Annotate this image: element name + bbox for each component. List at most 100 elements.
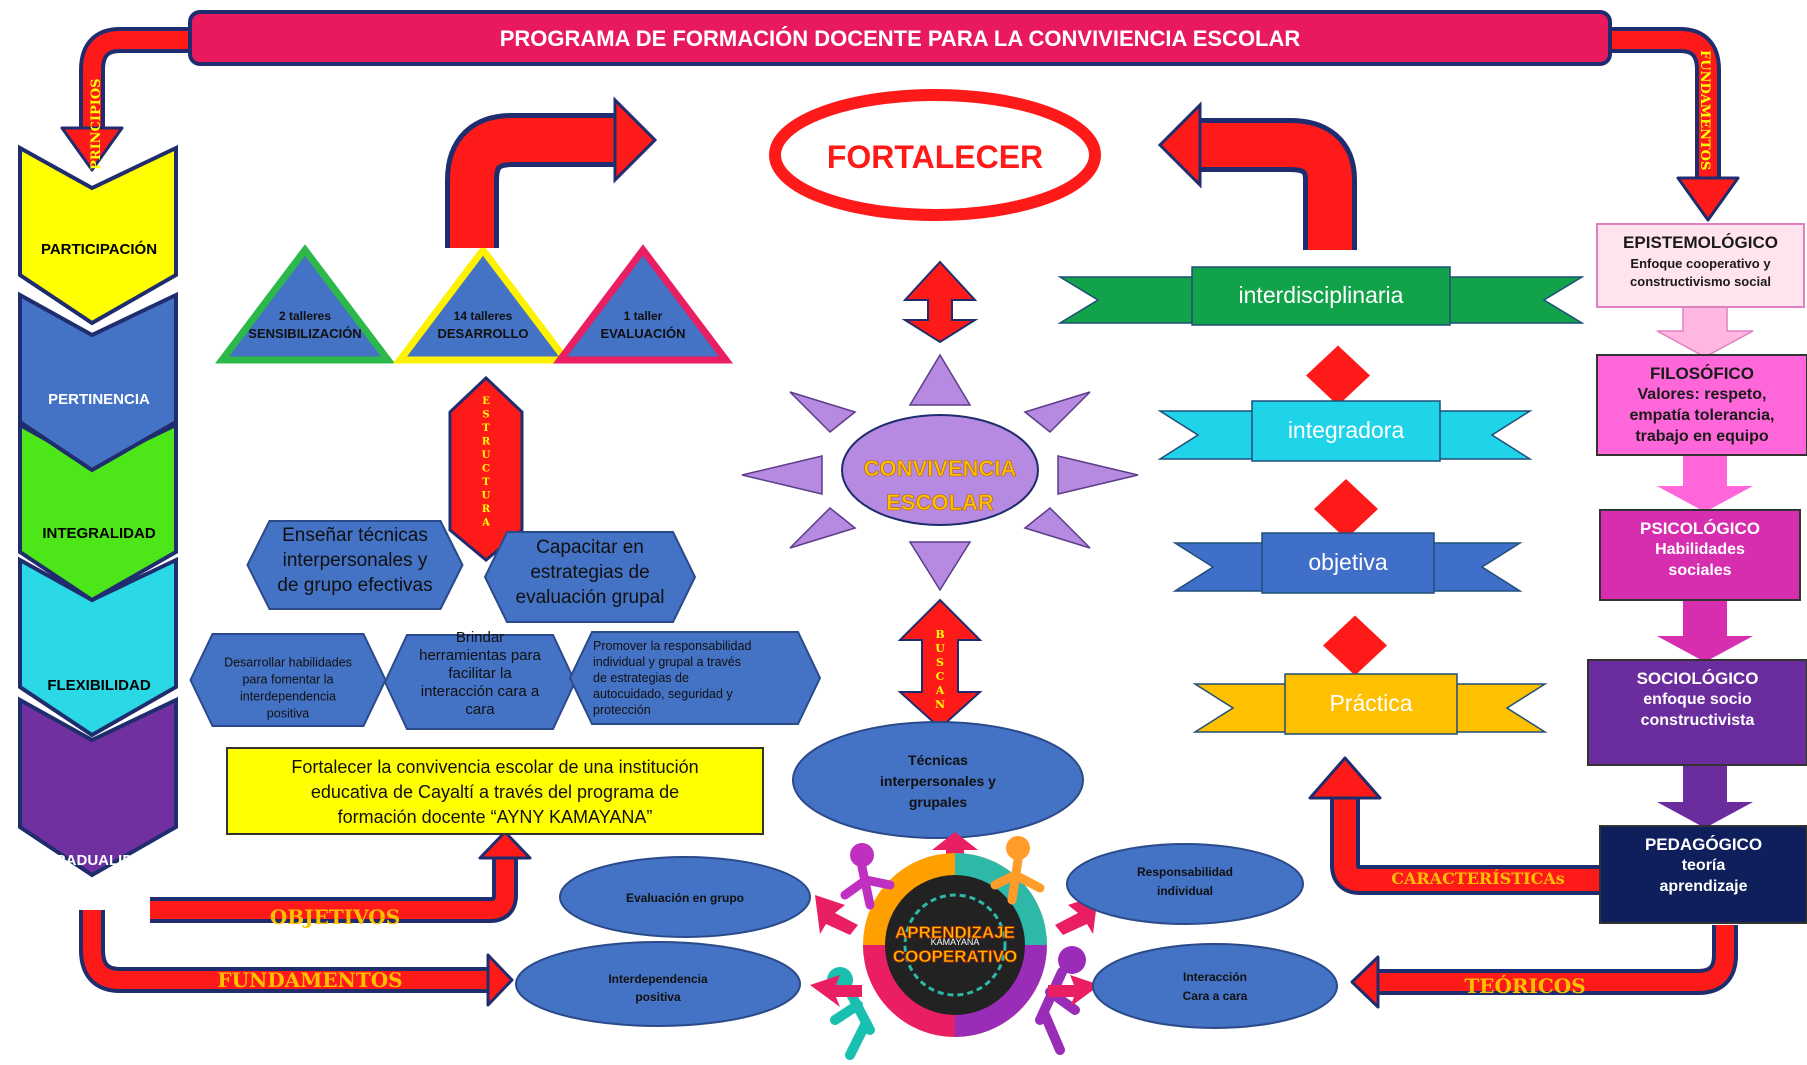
banner-tail-left-0 [1057, 276, 1203, 324]
objective-hex-bottom-2-line-0: Promover la responsabilidad [593, 639, 751, 653]
objective-hex-bottom-0-line-3: positiva [267, 707, 309, 721]
principio-label-4: GRADUALIDAD [43, 852, 155, 869]
objective-hex-bottom-1-line-4: cara [465, 701, 495, 718]
principio-label-3: FLEXIBILIDAD [47, 677, 150, 694]
sun-ray-3 [1023, 506, 1091, 549]
banner-tail-right-3 [1446, 683, 1548, 733]
convivencia-node: CONVIVENCIA ESCOLAR [841, 414, 1039, 526]
objective-hex-top-0-line-1: interpersonales y [283, 550, 428, 571]
objective-hex-top-1-line-0: Capacitar en [536, 537, 644, 558]
objective-hex-bottom-1-line-3: interacción cara a [421, 683, 540, 700]
general-objective-line-2: educativa de Cayaltí a través del progra… [311, 782, 679, 802]
fundamentos-bottom-label: FUNDAMENTOS [217, 968, 402, 992]
fundamento-line-2-1: sociales [1668, 562, 1731, 579]
taller-triangle-1 [392, 244, 574, 364]
objective-hex-bottom-1-line-1: herramientas para [419, 647, 541, 664]
convivencia-label-2: ESCOLAR [886, 490, 994, 515]
fundamento-line-0-1: constructivismo social [1630, 274, 1771, 289]
fundamento-arrow-2 [1657, 600, 1753, 662]
page-title: PROGRAMA DE FORMACIÓN DOCENTE PARA LA CO… [500, 26, 1301, 51]
objetivos-label: OBJETIVOS [270, 905, 400, 929]
buscan-letter-3: C [936, 670, 945, 683]
aprendizaje-elements: Evaluación en grupo Interdependencia pos… [515, 843, 1338, 1029]
general-objective-line-3: formación docente “AYNY KAMAYANA” [338, 807, 653, 827]
banner-tail-left-1 [1157, 410, 1263, 460]
fortalecer-label: FORTALECER [827, 139, 1043, 175]
fundamento-title-3: SOCIOLÓGICO [1637, 669, 1759, 688]
sun-ray-6 [741, 455, 823, 495]
ellipse-interdependencia-text-1: Interdependencia [608, 972, 708, 986]
taller-line1-2: 1 taller [624, 309, 663, 323]
general-objective-box: Fortalecer la convivencia escolar de una… [226, 747, 764, 835]
banner-body-2 [1261, 532, 1435, 594]
fundamento-line-2-0: Habilidades [1655, 541, 1745, 558]
estructura-letter-3: R [482, 437, 491, 448]
tecnicas-node: Técnicas interpersonales y grupales [792, 721, 1084, 839]
fundamento-line-1-1: empatía tolerancia, [1630, 407, 1775, 424]
fundamento-box-4 [1599, 825, 1807, 924]
ellipse-evaluacion-en-grupo: Evaluación en grupo [559, 856, 811, 938]
estructura-letter-2: T [482, 423, 490, 434]
banner-connector-1 [1314, 479, 1378, 539]
teoricos-label: TEÓRICOS [1464, 973, 1585, 998]
aprendizaje-node: KAMAYANA APRENDIZAJE COOPERATIVO [827, 836, 1086, 1060]
tecnicas-line-2: interpersonales y [880, 773, 996, 789]
buscan-letter-5: N [935, 698, 945, 711]
principio-label-0: PARTICIPACIÓN [41, 240, 157, 258]
objective-hex-bottom-2-line-3: autocuidado, seguridad y [593, 687, 733, 701]
principio-label-2: INTEGRALIDAD [42, 525, 155, 542]
tecnicas-line-1: Técnicas [908, 752, 968, 768]
fortalecer-node: FORTALECER [769, 89, 1101, 221]
principios-column: PARTICIPACIÓN PERTINENCIA INTEGRALIDAD FLEX… [18, 144, 178, 878]
ellipse-interaccion-text-1: Interacción [1183, 970, 1247, 984]
fundamento-box-1 [1596, 354, 1807, 456]
banner-body-1 [1251, 400, 1441, 462]
objective-hex-bottom-1-line-0: Brindar [456, 629, 504, 646]
estructura-letter-7: U [482, 491, 491, 502]
objective-hex-top-1-line-2: evaluación grupal [516, 587, 665, 608]
aprendizaje-label-2: COOPERATIVO [893, 947, 1017, 966]
objective-hex-bottom-2-line-2: de estrategias de [593, 671, 689, 685]
objective-hex-bottom-1-line-2: facilitar la [448, 665, 512, 682]
fundamento-line-4-0: teoría [1682, 857, 1726, 874]
fundamento-line-1-2: trabajo en equipo [1635, 428, 1769, 445]
objective-hex-top-0-line-2: de grupo efectivas [277, 575, 432, 596]
buscan-letter-2: S [936, 656, 944, 669]
convivencia-sun [741, 353, 1139, 592]
estructura-letter-0: E [482, 396, 490, 407]
estructura-letter-1: S [482, 410, 489, 421]
aprendizaje-label-1: APRENDIZAJE [895, 923, 1015, 942]
fundamento-line-0-0: Enfoque cooperativo y [1630, 256, 1771, 271]
banner-label-0: interdisciplinaria [1239, 282, 1404, 308]
estructura-letter-9: A [481, 518, 490, 529]
fundamento-box-3 [1587, 659, 1807, 766]
convivencia-label-1: CONVIVENCIA [864, 456, 1017, 481]
taller-line1-0: 2 talleres [279, 309, 331, 323]
buscan-letter-1: U [935, 642, 945, 655]
sun-ray-4 [908, 541, 972, 592]
objective-hex-top-0 [246, 520, 464, 610]
principio-label-1: PERTINENCIA [48, 391, 150, 408]
fundamento-title-4: PEDAGÓGICO [1645, 835, 1762, 854]
objective-hex-bottom-2 [568, 631, 822, 725]
taller-line1-1: 14 talleres [454, 309, 513, 323]
fundamento-box-2 [1599, 509, 1801, 601]
title-bar: PROGRAMA DE FORMACIÓN DOCENTE PARA LA CO… [188, 10, 1612, 66]
fundamento-line-3-0: enfoque socio [1643, 691, 1752, 708]
fundamento-arrow-3 [1657, 765, 1753, 828]
fundamento-title-1: FILOSÓFICO [1650, 364, 1754, 383]
kamayana-label: KAMAYANA [931, 937, 980, 947]
fundamento-line-1-0: Valores: respeto, [1638, 386, 1767, 403]
estructura-letter-8: R [482, 504, 491, 515]
principio-chevron-1 [18, 291, 178, 473]
banner-label-2: objetiva [1308, 549, 1387, 575]
taller-line2-0: SENSIBILIZACIÓN [248, 326, 361, 341]
sun-ray-7 [789, 391, 857, 434]
sun-ray-0 [908, 353, 972, 406]
sun-ray-1 [1023, 391, 1091, 434]
banner-tail-left-2 [1172, 542, 1273, 592]
